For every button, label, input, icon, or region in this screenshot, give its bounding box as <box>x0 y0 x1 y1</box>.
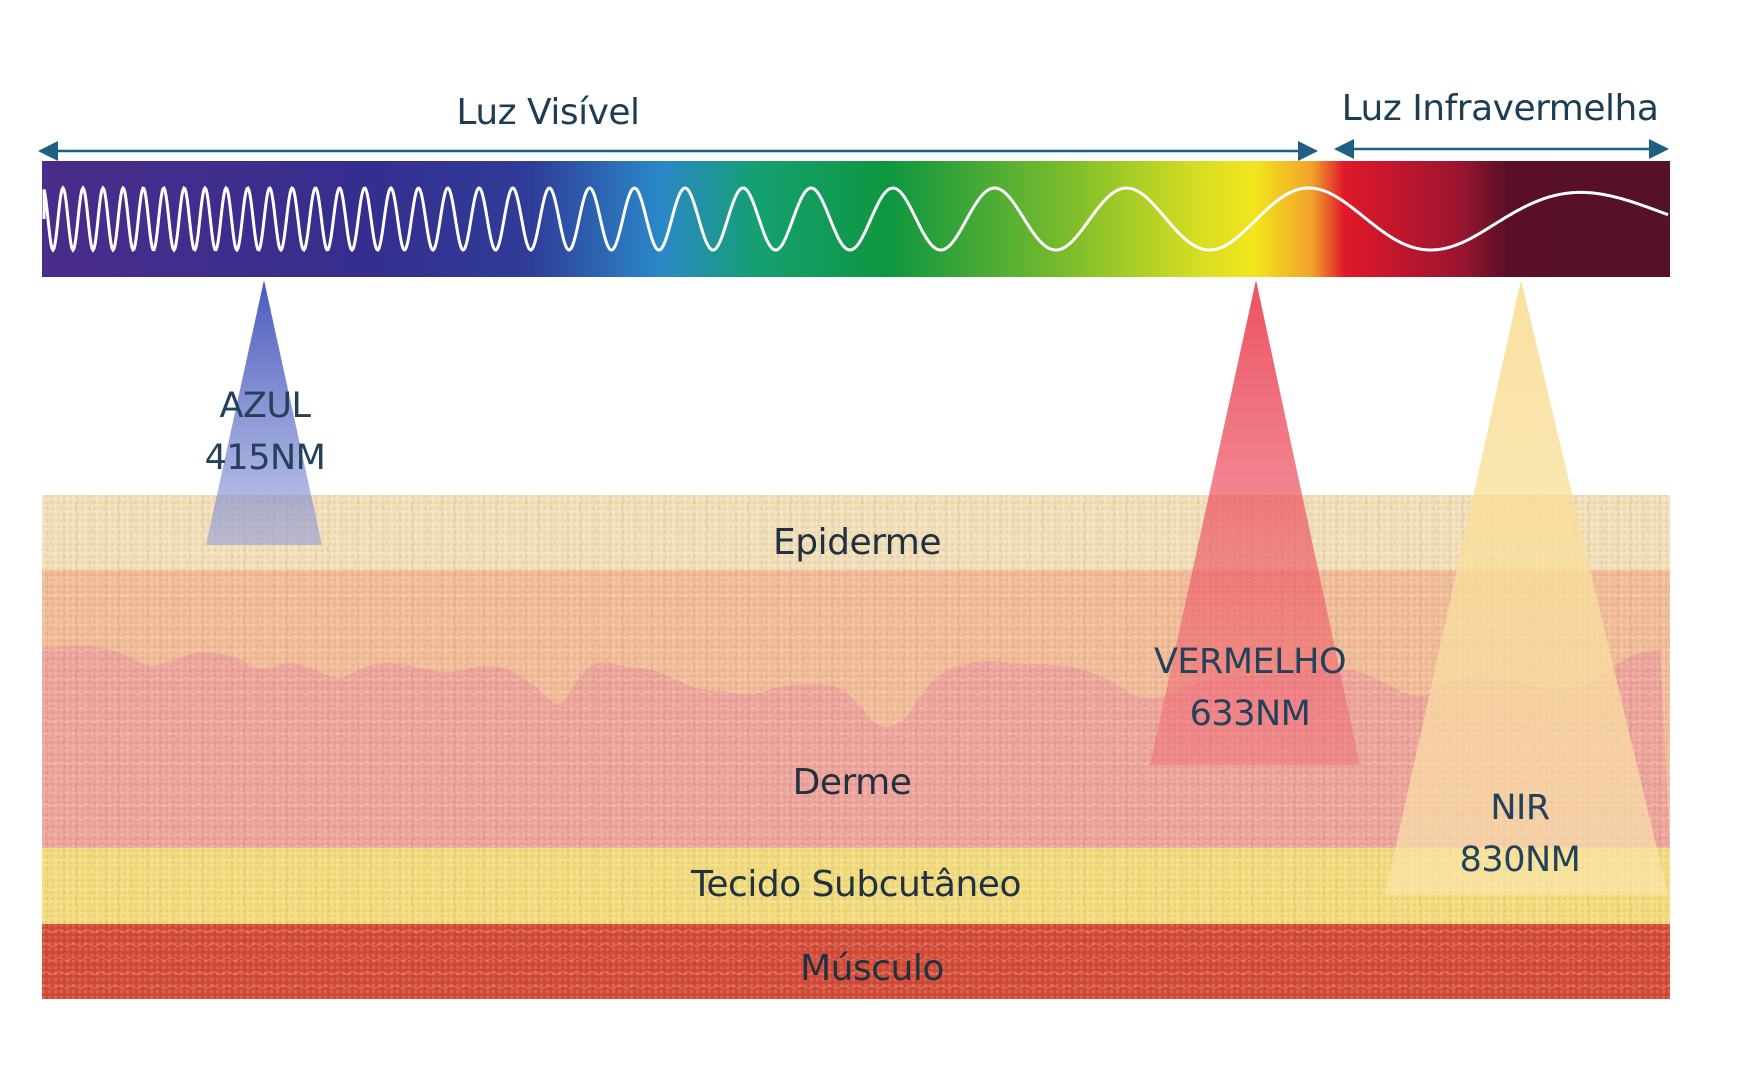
infrared-light-label: Luz Infravermelha <box>1341 88 1659 129</box>
blue-beam-label: AZUL 415NM <box>180 380 350 484</box>
nir-beam-label: NIR 830NM <box>1435 782 1605 886</box>
wave-line <box>42 185 1669 253</box>
visible-light-label: Luz Visível <box>456 92 640 133</box>
red-beam-wavelength: 633NM <box>1189 694 1311 734</box>
red-beam-name: VERMELHO <box>1153 642 1347 682</box>
musculo-label: Músculo <box>800 948 944 989</box>
skin-grain <box>42 495 1670 999</box>
epiderme-label: Epiderme <box>773 522 941 563</box>
red-beam-label: VERMELHO 633NM <box>1130 636 1370 740</box>
red-beam <box>1150 280 1360 765</box>
derme-label: Derme <box>792 762 912 803</box>
nir-beam-wavelength: 830NM <box>1459 840 1581 880</box>
nir-beam-name: NIR <box>1490 788 1550 828</box>
blue-beam <box>206 280 322 545</box>
spectrum-bar <box>42 161 1670 277</box>
nir-beam <box>1385 280 1668 895</box>
subcutaneo-label: Tecido Subcutâneo <box>691 864 1021 905</box>
blue-beam-wavelength: 415NM <box>204 438 326 478</box>
blue-beam-name: AZUL <box>219 386 311 426</box>
